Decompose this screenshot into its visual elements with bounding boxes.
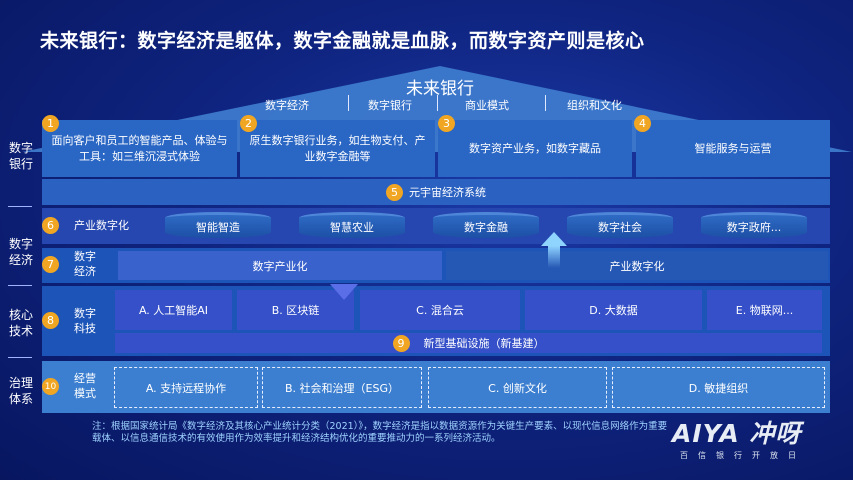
- divider: [8, 206, 32, 207]
- badge-6: 6: [42, 217, 59, 234]
- side-label-bank: 数字 银行: [8, 141, 33, 171]
- arrow-down-icon: [330, 284, 358, 300]
- tech-ai: A. 人工智能AI: [115, 290, 232, 330]
- badge-2: 2: [240, 115, 257, 132]
- new-infrastructure-bar: 9 新型基础设施（新基建）: [115, 333, 822, 353]
- page-title: 未来银行：数字经济是躯体，数字金融就是血脉，而数字资产则是核心: [40, 30, 645, 52]
- badge-10: 10: [42, 378, 59, 395]
- model-esg: B. 社会和治理（ESG）: [262, 367, 422, 408]
- governance-panel: [42, 361, 830, 413]
- tech-iot: E. 物联网...: [707, 290, 822, 330]
- divider: [437, 95, 438, 111]
- sector-cylinder: 数字政府...: [701, 212, 807, 238]
- digital-tech-label: 数字 科技: [74, 307, 96, 335]
- business-model-label: 经营 模式: [74, 372, 96, 400]
- brand-logo: AIYA 冲呀: [672, 419, 802, 448]
- divider: [8, 357, 32, 358]
- divider: [8, 285, 32, 286]
- tech-hybrid-cloud: C. 混合云: [360, 290, 520, 330]
- arrow-up-shaft: [548, 246, 560, 268]
- bank-box-4: 智能服务与运营: [636, 120, 830, 177]
- bank-box-1: 面向客户和员工的智能产品、体验与工具：如三维沉浸式体验: [42, 120, 237, 177]
- badge-1: 1: [42, 115, 59, 132]
- side-label-economy: 数字 经济: [8, 237, 33, 267]
- side-label-gov: 治理 体系: [8, 376, 33, 406]
- sector-cylinder: 智慧农业: [299, 212, 405, 238]
- model-remote-collab: A. 支持远程协作: [114, 367, 258, 408]
- badge-9: 9: [392, 334, 410, 352]
- model-innovation: C. 创新文化: [428, 367, 607, 408]
- roof-title: 未来银行: [406, 79, 474, 99]
- metaverse-bar: 5 元宇宙经济系统: [42, 179, 830, 205]
- roof-item: 数字经济: [265, 99, 309, 112]
- badge-5: 5: [386, 183, 403, 201]
- divider: [545, 95, 546, 111]
- digital-industrialization: 数字产业化: [118, 251, 442, 280]
- roof-item: 组织和文化: [567, 99, 622, 112]
- badge-4: 4: [634, 115, 651, 132]
- arrow-up-icon: [541, 232, 567, 246]
- sector-cylinder: 数字社会: [567, 212, 673, 238]
- sector-cylinder: 数字金融: [433, 212, 539, 238]
- new-infrastructure-label: 新型基础设施（新基建）: [423, 337, 545, 350]
- badge-3: 3: [438, 115, 455, 132]
- bank-box-3: 数字资产业务，如数字藏品: [438, 120, 632, 177]
- bank-box-2: 原生数字银行业务，如生物支付、产业数字金融等: [240, 120, 435, 177]
- roof-item: 商业模式: [465, 99, 509, 112]
- sector-cylinder: 智能智造: [165, 212, 271, 238]
- tech-big-data: D. 大数据: [525, 290, 702, 330]
- industrial-digitalization: 产业数字化: [446, 251, 828, 280]
- brand-tagline: 百信银行开放日: [680, 451, 806, 460]
- divider: [348, 95, 349, 111]
- badge-7: 7: [42, 256, 59, 273]
- badge-8: 8: [42, 312, 59, 329]
- side-label-tech: 核心 技术: [8, 308, 33, 338]
- model-agile: D. 敏捷组织: [612, 367, 825, 408]
- roof-item: 数字银行: [368, 99, 412, 112]
- metaverse-label: 元宇宙经济系统: [409, 186, 486, 199]
- industry-digital-label: 产业数字化: [74, 219, 129, 232]
- footnote: 注：根据国家统计局《数字经济及其核心产业统计分类（2021）》，数字经济是指以数…: [92, 421, 668, 444]
- digital-economy-label: 数字 经济: [74, 250, 96, 278]
